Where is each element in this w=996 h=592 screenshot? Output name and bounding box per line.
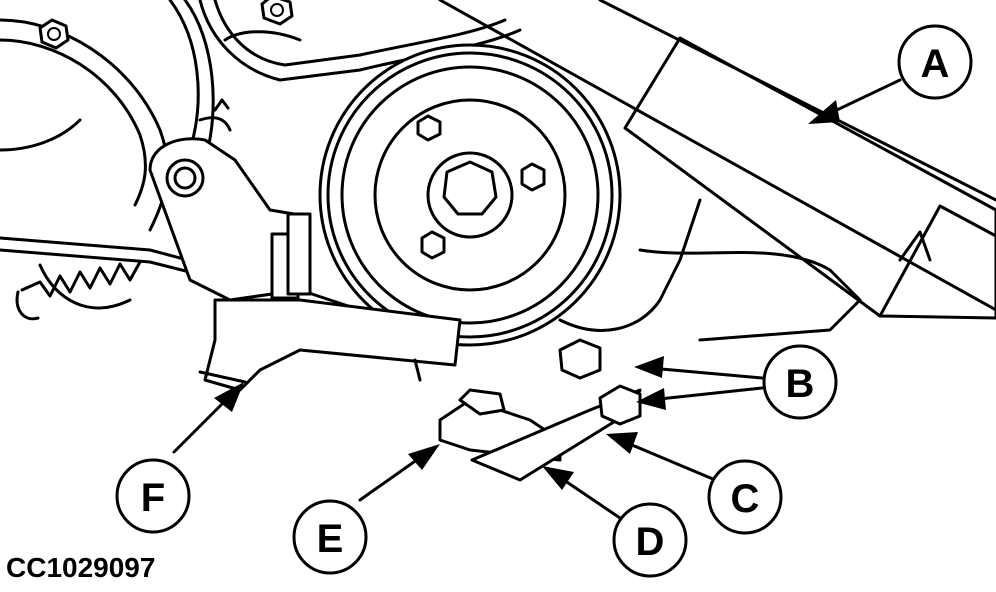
- arrow-e: [408, 444, 440, 470]
- arrow-b-upper: [634, 356, 664, 378]
- callout-a-label: A: [921, 42, 950, 86]
- tensioner-arm: [148, 98, 312, 302]
- arrow-f: [214, 382, 244, 412]
- mounting-bracket: [198, 198, 862, 392]
- clip-assembly: [438, 338, 642, 482]
- callout-d: D: [612, 502, 688, 578]
- tensioner-spring: [15, 260, 142, 321]
- callout-b: B: [762, 344, 838, 420]
- callout-d-label: D: [636, 520, 665, 564]
- callout-c-label: C: [731, 477, 760, 521]
- callout-e: E: [292, 499, 368, 575]
- arrow-a: [808, 100, 840, 124]
- figure-id: CC1029097: [6, 552, 156, 583]
- arrow-b-lower: [636, 388, 666, 410]
- callout-b-label: B: [786, 362, 815, 406]
- tensioner-pulley: [318, 43, 622, 347]
- callout-e-label: E: [317, 517, 344, 561]
- leader-lines: [172, 78, 902, 520]
- arrow-c: [606, 432, 638, 454]
- arrow-d: [542, 466, 574, 490]
- callout-f-label: F: [141, 476, 165, 520]
- callout-a: A: [897, 24, 973, 100]
- callout-c: C: [707, 459, 783, 535]
- tool-a: [438, 0, 996, 320]
- callout-f: F: [115, 458, 191, 534]
